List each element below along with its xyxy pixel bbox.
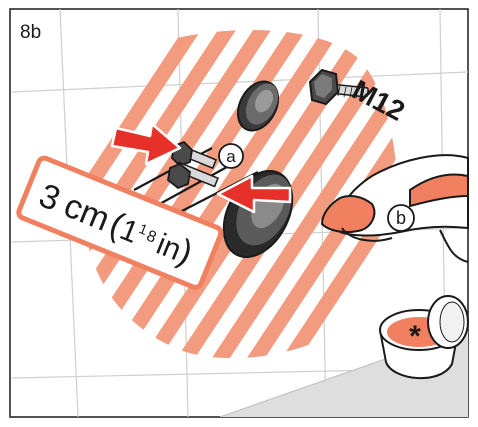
- cap-icon: [236, 80, 280, 132]
- push-arrows: [110, 122, 292, 214]
- callout-a-label: a: [226, 147, 236, 166]
- distance-label-box: 3cm(118in): [16, 155, 224, 290]
- grease-symbol: *: [409, 320, 421, 353]
- callout-a: a: [218, 143, 244, 169]
- callout-b-label: b: [396, 208, 406, 228]
- bolt-icon: [308, 68, 369, 106]
- grease-jar-icon: [379, 295, 469, 379]
- callout-b: b: [387, 204, 415, 232]
- hand-with-cloth: [320, 154, 469, 263]
- step-label: 8b: [20, 22, 41, 43]
